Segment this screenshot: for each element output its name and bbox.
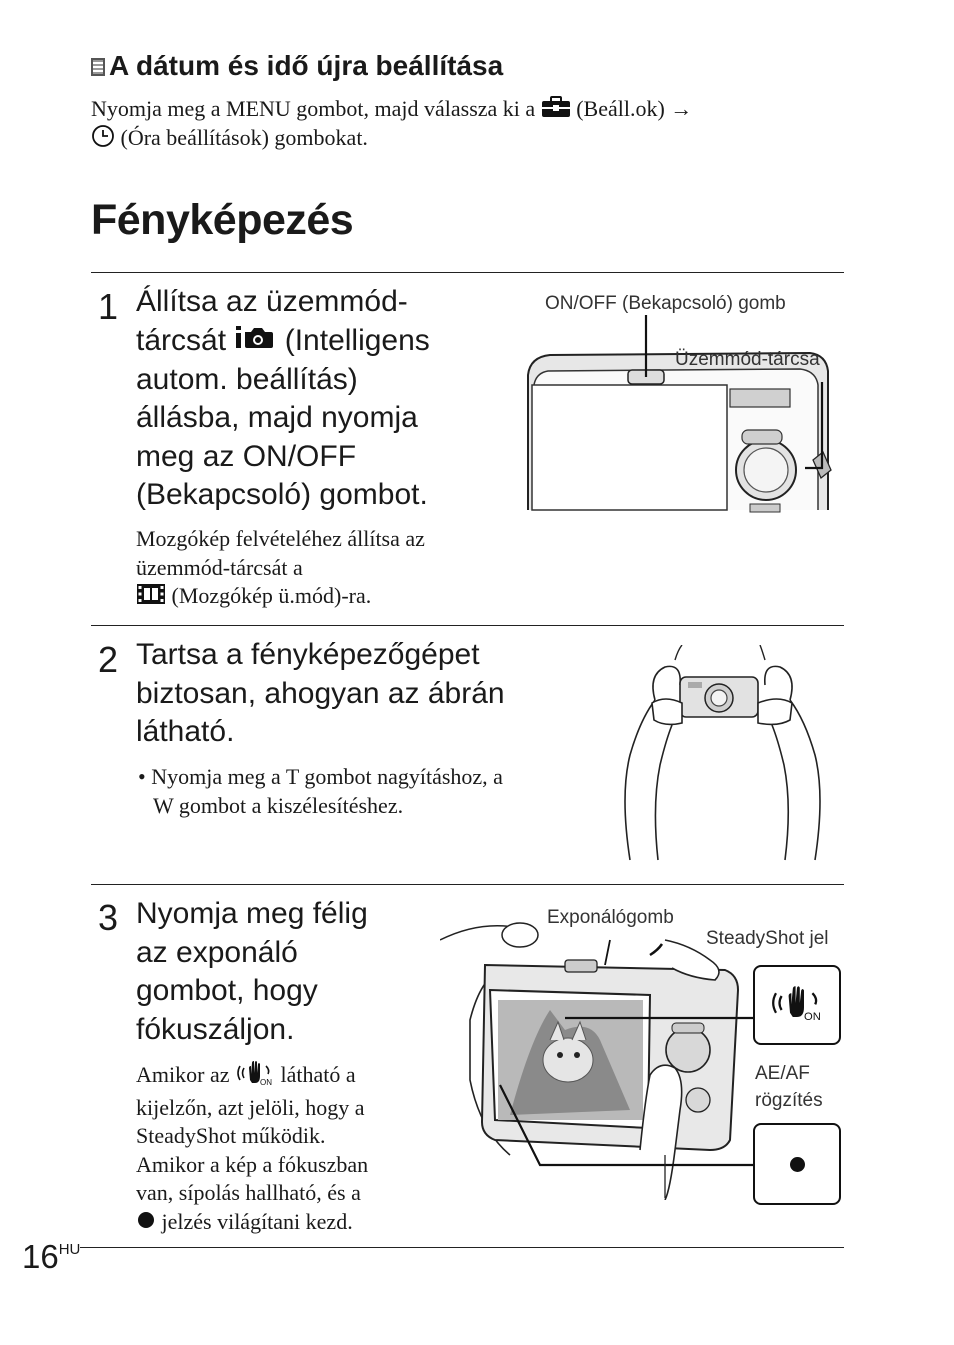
section-heading: A dátum és idő újra beállítása <box>91 50 503 82</box>
page-number: 16HU <box>22 1238 81 1275</box>
step-3-heading: Nyomja meg félig az exponáló gombot, hog… <box>136 897 368 1046</box>
section-marker-icon <box>91 58 105 76</box>
toolbox-icon <box>541 96 571 126</box>
svg-text:ON: ON <box>260 1078 272 1086</box>
camera-top-illustration <box>520 285 840 513</box>
step-1-number: 1 <box>98 286 119 327</box>
focus-indicator-box <box>753 1123 841 1205</box>
page-title: Fényképezés <box>91 196 354 244</box>
holding-camera-illustration <box>610 644 835 870</box>
section-line-2: (Óra beállítások) gombokat. <box>91 124 368 156</box>
onoff-button-callout: ON/OFF (Bekapcsoló) gomb <box>545 293 786 314</box>
intelligent-auto-icon <box>234 322 276 361</box>
step-2-bullet: • Nyomja meg a T gombot nagyításhoz, a W… <box>138 764 503 818</box>
shutter-button-callout: Exponálógomb <box>547 907 674 928</box>
step-1-heading: Állítsa az üzemmód- tárcsát (Intelligens… <box>136 285 430 512</box>
steadyshot-callout: SteadyShot jel <box>706 928 829 949</box>
svg-text:ON: ON <box>804 1010 821 1022</box>
focus-indicator-icon <box>136 1209 156 1238</box>
shutter-illustration <box>439 900 860 1201</box>
step-2-heading: Tartsa a fényképezőgépet biztosan, ahogy… <box>136 638 505 748</box>
steadyshot-indicator-box: ON <box>753 965 841 1045</box>
step-2-number: 2 <box>98 639 119 680</box>
aeaf-lock-callout: AE/AF rögzítés <box>755 1063 823 1111</box>
step-3-note: Amikor az ON látható a kijelzőn, azt jel… <box>136 1060 368 1238</box>
divider-top <box>91 272 844 273</box>
section-line-1: Nyomja meg a MENU gombot, majd válassza … <box>91 95 692 126</box>
steadyshot-icon: ON <box>235 1060 275 1094</box>
step-3-number: 3 <box>98 897 119 938</box>
steadyshot-icon: ON <box>769 983 825 1028</box>
clock-icon <box>91 124 115 156</box>
divider-step-3 <box>91 884 844 885</box>
section-title: A dátum és idő újra beállítása <box>109 50 504 81</box>
footer-rule <box>80 1247 844 1248</box>
focus-dot-icon <box>789 1156 805 1172</box>
movie-mode-icon <box>136 582 166 614</box>
mode-dial-callout: Üzemmód-tárcsa <box>675 349 820 370</box>
divider-step-2 <box>91 625 844 626</box>
step-1-note: Mozgókép felvételéhez állítsa az üzemmód… <box>136 525 425 614</box>
